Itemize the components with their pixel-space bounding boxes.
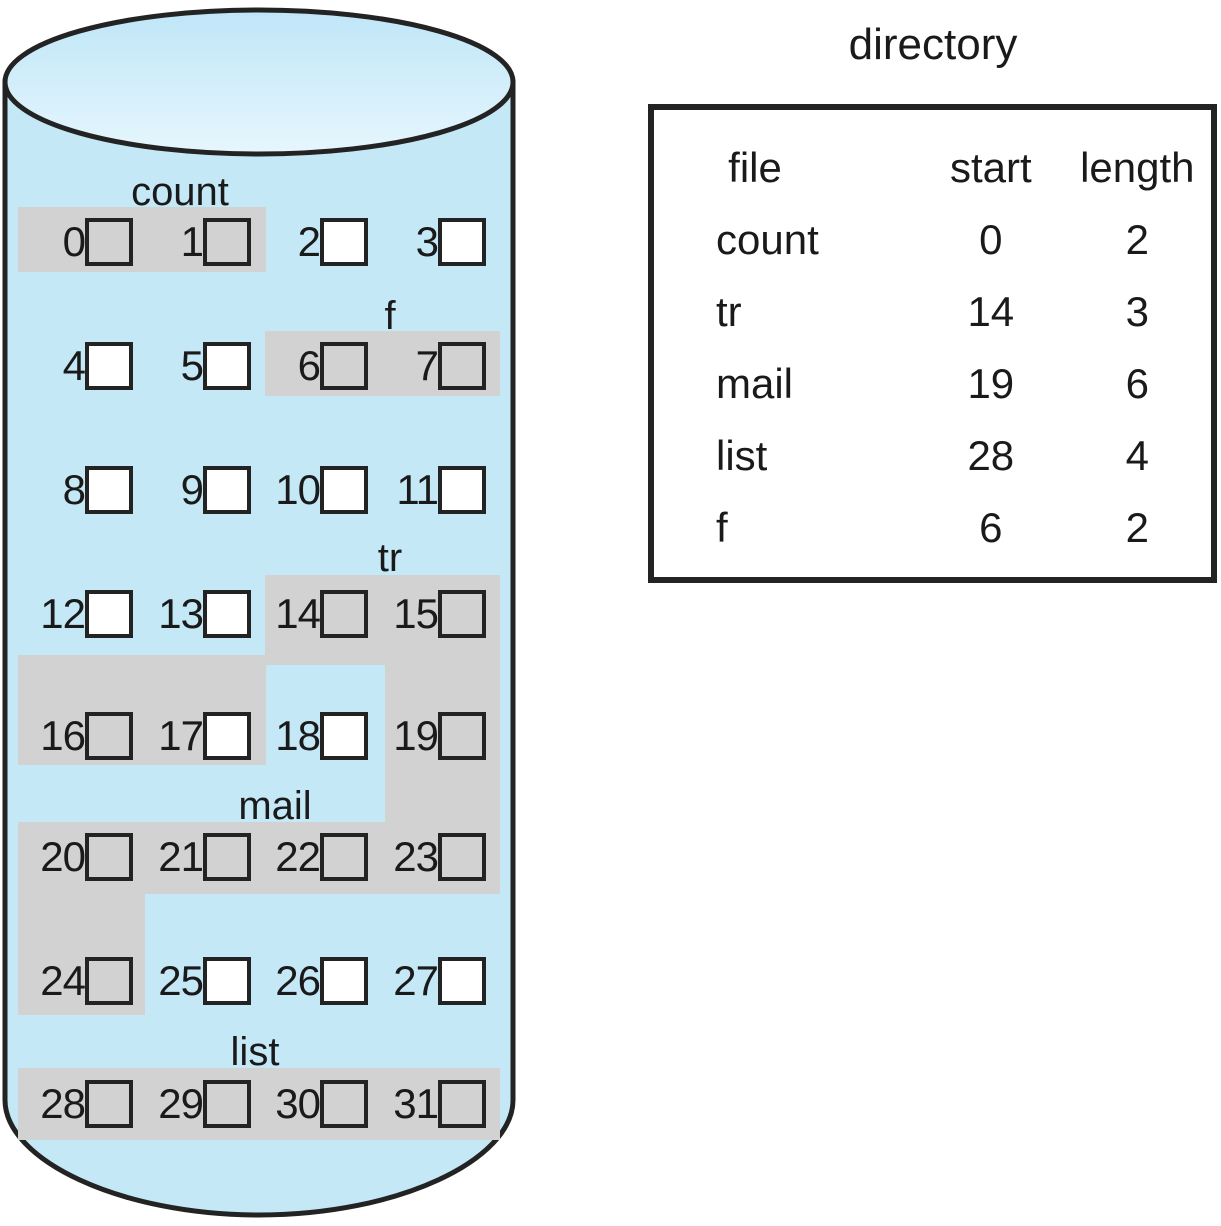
block-cell-5[interactable] bbox=[203, 342, 251, 390]
cell-start-mail: 19 bbox=[967, 360, 1015, 407]
table-row[interactable]: count 0 2 bbox=[654, 204, 1211, 276]
block-cell-30[interactable] bbox=[320, 1080, 368, 1128]
block-cell-11[interactable] bbox=[438, 466, 486, 514]
block-label-8: 8 bbox=[62, 466, 86, 513]
cell-file-list: list bbox=[716, 432, 768, 479]
block-cell-2[interactable] bbox=[320, 218, 368, 266]
block-label-1: 1 bbox=[180, 218, 204, 265]
block-cell-3[interactable] bbox=[438, 218, 486, 266]
block-label-3: 3 bbox=[415, 218, 439, 265]
block-label-22: 22 bbox=[275, 833, 321, 880]
block-cell-16[interactable] bbox=[85, 712, 133, 760]
block-cell-29[interactable] bbox=[203, 1080, 251, 1128]
block-label-16: 16 bbox=[40, 712, 86, 759]
block-cell-0[interactable] bbox=[85, 218, 133, 266]
block-label-5: 5 bbox=[180, 342, 204, 389]
block-label-23: 23 bbox=[393, 833, 439, 880]
cell-file-tr: tr bbox=[716, 288, 742, 335]
block-cell-10[interactable] bbox=[320, 466, 368, 514]
block-cell-26[interactable] bbox=[320, 957, 368, 1005]
block-label-26: 26 bbox=[275, 957, 321, 1004]
block-label-28: 28 bbox=[40, 1080, 86, 1127]
disk-figure: count f tr mail list 0 1 2 3 4 5 6 7 8 9… bbox=[0, 0, 520, 1226]
cell-length-f: 2 bbox=[1125, 504, 1149, 551]
block-cell-20[interactable] bbox=[85, 833, 133, 881]
cell-length-list: 4 bbox=[1125, 432, 1149, 479]
block-cell-28[interactable] bbox=[85, 1080, 133, 1128]
cell-length-mail: 6 bbox=[1125, 360, 1149, 407]
cell-start-list: 28 bbox=[967, 432, 1015, 479]
block-cell-1[interactable] bbox=[203, 218, 251, 266]
file-caption-mail: mail bbox=[238, 784, 312, 828]
cell-start-count: 0 bbox=[979, 216, 1003, 263]
table-row[interactable]: list 28 4 bbox=[654, 420, 1211, 492]
block-label-10: 10 bbox=[275, 466, 321, 513]
block-label-13: 13 bbox=[158, 590, 204, 637]
table-header-row: file start length bbox=[654, 132, 1211, 204]
cell-length-count: 2 bbox=[1125, 216, 1149, 263]
file-caption-tr: tr bbox=[377, 536, 403, 580]
block-cell-8[interactable] bbox=[85, 466, 133, 514]
block-label-6: 6 bbox=[297, 342, 321, 389]
table-row[interactable]: tr 14 3 bbox=[654, 276, 1211, 348]
file-caption-list: list bbox=[230, 1030, 280, 1074]
block-cell-17[interactable] bbox=[203, 712, 251, 760]
file-caption-count: count bbox=[131, 170, 229, 214]
column-header-start: start bbox=[949, 144, 1032, 191]
table-row[interactable]: f 6 2 bbox=[654, 492, 1211, 564]
block-label-9: 9 bbox=[180, 466, 204, 513]
block-label-7: 7 bbox=[415, 342, 439, 389]
cell-file-mail: mail bbox=[716, 360, 794, 407]
cell-start-f: 6 bbox=[979, 504, 1003, 551]
directory-panel: directory file start length count 0 2 tr… bbox=[648, 20, 1218, 583]
block-cell-7[interactable] bbox=[438, 342, 486, 390]
block-label-31: 31 bbox=[393, 1080, 439, 1127]
block-cell-18[interactable] bbox=[320, 712, 368, 760]
block-cell-25[interactable] bbox=[203, 957, 251, 1005]
block-label-12: 12 bbox=[40, 590, 86, 637]
block-cell-4[interactable] bbox=[85, 342, 133, 390]
directory-title: directory bbox=[848, 20, 1018, 69]
block-cell-22[interactable] bbox=[320, 833, 368, 881]
block-label-21: 21 bbox=[158, 833, 204, 880]
block-cell-12[interactable] bbox=[85, 590, 133, 638]
block-label-17: 17 bbox=[158, 712, 204, 759]
block-cell-15[interactable] bbox=[438, 590, 486, 638]
block-cell-23[interactable] bbox=[438, 833, 486, 881]
block-label-4: 4 bbox=[62, 342, 86, 389]
cell-start-tr: 14 bbox=[967, 288, 1015, 335]
block-label-29: 29 bbox=[158, 1080, 204, 1127]
block-cell-13[interactable] bbox=[203, 590, 251, 638]
directory-table-box: file start length count 0 2 tr 14 3 mail bbox=[648, 104, 1217, 583]
directory-table: file start length count 0 2 tr 14 3 mail bbox=[654, 132, 1211, 564]
block-cell-21[interactable] bbox=[203, 833, 251, 881]
block-label-18: 18 bbox=[275, 712, 321, 759]
block-label-14: 14 bbox=[275, 590, 321, 637]
block-cell-27[interactable] bbox=[438, 957, 486, 1005]
block-cell-19[interactable] bbox=[438, 712, 486, 760]
block-cell-9[interactable] bbox=[203, 466, 251, 514]
cell-length-tr: 3 bbox=[1125, 288, 1149, 335]
block-label-20: 20 bbox=[40, 833, 86, 880]
file-caption-f: f bbox=[384, 294, 396, 338]
block-label-27: 27 bbox=[393, 957, 439, 1004]
block-cell-14[interactable] bbox=[320, 590, 368, 638]
block-label-15: 15 bbox=[393, 590, 439, 637]
cell-file-count: count bbox=[716, 216, 819, 263]
block-label-24: 24 bbox=[40, 957, 86, 1004]
block-label-0: 0 bbox=[62, 218, 86, 265]
cylinder-top-ellipse bbox=[2, 7, 516, 157]
cell-file-f: f bbox=[716, 504, 728, 551]
block-label-2: 2 bbox=[297, 218, 321, 265]
block-cell-24[interactable] bbox=[85, 957, 133, 1005]
column-header-file: file bbox=[728, 144, 782, 191]
block-label-30: 30 bbox=[275, 1080, 321, 1127]
table-row[interactable]: mail 19 6 bbox=[654, 348, 1211, 420]
column-header-length: length bbox=[1080, 144, 1195, 191]
block-label-19: 19 bbox=[393, 712, 439, 759]
block-cell-31[interactable] bbox=[438, 1080, 486, 1128]
block-label-25: 25 bbox=[158, 957, 204, 1004]
block-cell-6[interactable] bbox=[320, 342, 368, 390]
block-label-11: 11 bbox=[396, 466, 439, 513]
